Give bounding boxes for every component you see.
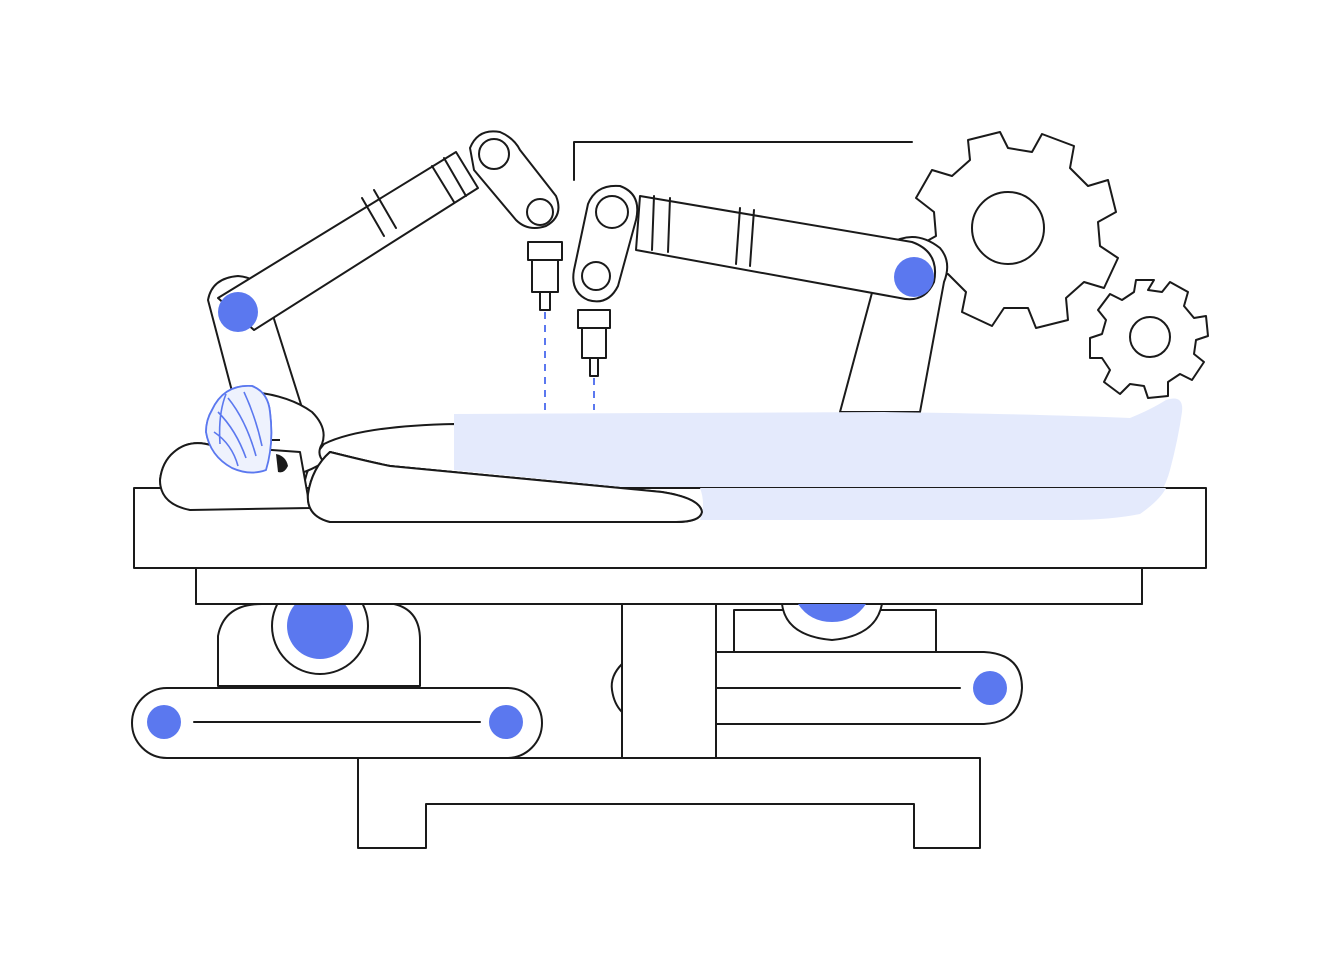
table-joint-left-inner: [489, 705, 523, 739]
robot-arm-right-icon: [572, 184, 949, 413]
table-joint-right-end: [973, 671, 1007, 705]
table-joint-left: [287, 593, 353, 659]
left-arm-shoulder-joint: [218, 292, 258, 332]
gear-small-icon: [1089, 279, 1209, 399]
monitor-bracket: [573, 141, 913, 181]
right-arm-shoulder-joint: [894, 257, 934, 297]
robot-arm-left-icon: [207, 130, 563, 415]
table-joint-left-end: [147, 705, 181, 739]
table-base: [357, 757, 981, 849]
operating-table-icon: [131, 487, 1207, 849]
gear-large-icon: [915, 131, 1119, 329]
